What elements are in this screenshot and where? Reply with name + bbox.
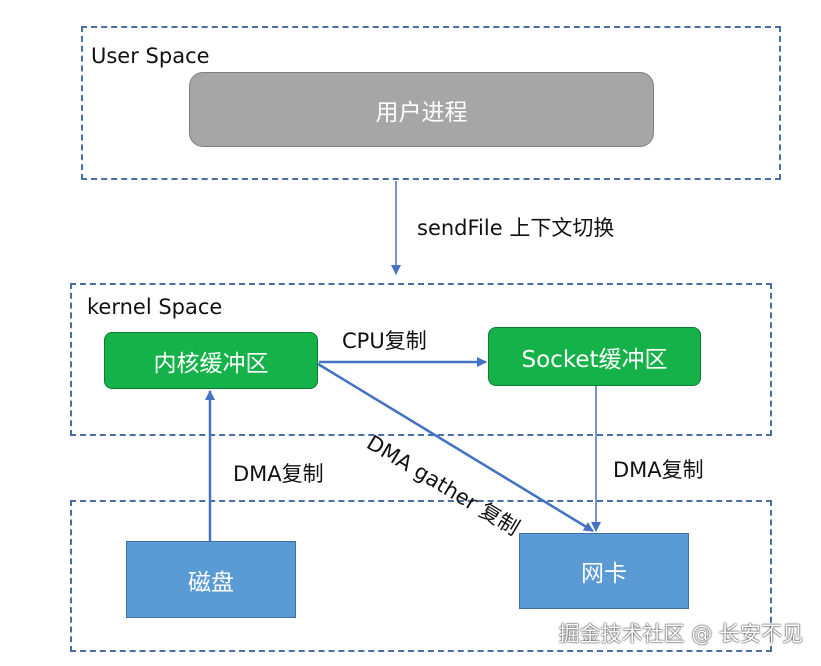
watermark: 掘金技术社区 @ 长安不见 — [558, 622, 803, 646]
socket-buffer-label: Socket缓冲区 — [521, 346, 668, 373]
dma-copy-disk-label: DMA复制 — [233, 462, 324, 486]
disk-node: 磁盘 — [126, 541, 296, 618]
kernel-space-label: kernel Space — [87, 295, 223, 319]
disk-label: 磁盘 — [188, 569, 234, 596]
sendfile-label: sendFile 上下文切换 — [417, 216, 615, 240]
socket-buffer-node: Socket缓冲区 — [488, 327, 701, 386]
nic-node: 网卡 — [519, 533, 689, 609]
user-space-region — [81, 26, 781, 180]
nic-label: 网卡 — [581, 561, 627, 587]
kernel-buffer-node: 内核缓冲区 — [104, 332, 318, 389]
user-space-label: User Space — [91, 44, 210, 68]
kernel-buffer-label: 内核缓冲区 — [153, 350, 269, 377]
dma-copy-nic-label: DMA复制 — [613, 458, 704, 482]
cpu-copy-label: CPU复制 — [342, 329, 427, 353]
user-process-node: 用户进程 — [189, 72, 654, 147]
user-process-label: 用户进程 — [375, 99, 468, 126]
